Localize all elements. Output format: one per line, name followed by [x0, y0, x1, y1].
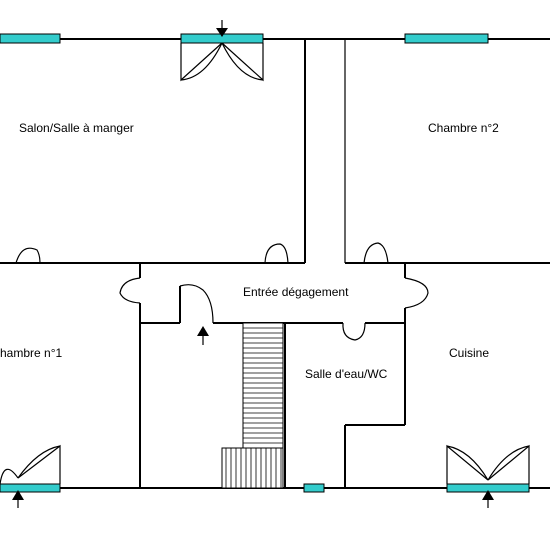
door-arc-chambre2-bottom: [363, 242, 389, 264]
label-salle-eau: Salle d'eau/WC: [305, 367, 388, 381]
door-swing-salon-right: [221, 42, 264, 82]
door-swing-cuisine-left: [446, 444, 489, 484]
entry-arrow-icon: [216, 20, 228, 37]
door-arc-salon-right: [221, 42, 264, 81]
window-salle-eau: [303, 483, 325, 493]
label-chambre2: Chambre n°2: [428, 121, 499, 135]
door-swing-chambre1-right: [17, 444, 61, 484]
door-arc-salon-bottom: [264, 243, 289, 264]
door-arc-chambre1-top: [15, 247, 41, 264]
window-salon-left: [0, 33, 61, 44]
door-arc-salle-eau: [342, 322, 366, 341]
door-swing-salon-left: [180, 42, 223, 82]
door-arc-chambre1-right: [17, 445, 61, 479]
door-arc-cuisine-left: [446, 445, 489, 481]
door-arc-cuisine-right: [487, 445, 530, 481]
entry-arrow-icon: [197, 326, 209, 345]
window-chambre1: [0, 483, 61, 493]
label-entree: Entrée dégagement: [243, 285, 349, 299]
door-arc-entry-right: [404, 277, 429, 309]
entry-arrow-icon: [482, 490, 494, 508]
door-swing-chambre1-left: [0, 468, 19, 485]
stair-treads-lower: [225, 448, 282, 488]
label-cuisine: Cuisine: [449, 346, 489, 360]
stair-treads: [243, 327, 283, 444]
entry-arrow-icon: [12, 490, 24, 508]
staircase: [242, 322, 284, 449]
staircase-lower: [221, 447, 284, 489]
label-salon: Salon/Salle à manger: [19, 121, 134, 135]
door-arc-entry-left: [119, 277, 141, 304]
door-arc-salon-left: [180, 42, 223, 81]
door-arc-stair: [179, 284, 214, 324]
window-chambre2: [404, 33, 489, 44]
label-chambre1: hambre n°1: [0, 346, 62, 360]
door-swing-cuisine-right: [487, 444, 530, 484]
